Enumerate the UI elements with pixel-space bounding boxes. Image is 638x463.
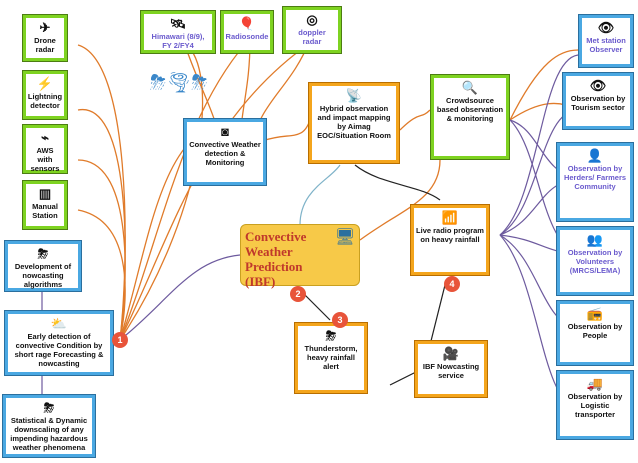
himawari-box: 🛰Himawari (8/9), FY 2/FY4 xyxy=(140,10,216,54)
eye-icon: 👁 xyxy=(597,20,615,35)
link-drone xyxy=(77,44,126,341)
herders-label: Observation by Herders/ Farmers Communit… xyxy=(563,164,627,191)
early-detection-box: ⛅Early detection of convective Condition… xyxy=(4,310,114,376)
logistic-label: Observation by Logistic transporter xyxy=(567,392,623,419)
volunteers-label: Observation by Volunteers (MRCS/LEMA) xyxy=(567,248,623,275)
tourism-label: Observation by Tourism sector xyxy=(570,94,626,112)
logistic-box: 🚚Observation by Logistic transporter xyxy=(556,370,634,440)
hybrid-observation-box: 📡Hybrid observation and impact mapping b… xyxy=(308,82,400,164)
met-station-label: Met station Observer xyxy=(586,36,626,54)
nowcasting-service-label: IBF Nowcasting service xyxy=(422,362,480,380)
nowcasting-dev-label: Development of nowcasting algorithms xyxy=(14,262,72,289)
downscaling-label: Statistical & Dynamic downscaling of any… xyxy=(10,416,88,452)
thunderstorm-alert-box: ⛈Thunderstorm, heavy rainfall alert xyxy=(294,322,368,394)
radiosonde-box: 🎈Radiosonde xyxy=(220,10,274,54)
volunteers-box: 👥Observation by Volunteers (MRCS/LEMA) xyxy=(556,226,634,296)
nowcasting-dev-box: ⛈Development of nowcasting algorithms xyxy=(4,240,82,292)
manual-station-label: Manual Station xyxy=(32,202,58,220)
badge-2: 2 xyxy=(290,286,306,302)
truck-icon: 🚚 xyxy=(586,376,604,391)
link-aws xyxy=(77,159,126,341)
aws-label: AWS with sensors xyxy=(30,146,60,173)
early-detection-label: Early detection of convective Condition … xyxy=(14,332,104,368)
badge-1: 1 xyxy=(112,332,128,348)
met-station-box: 👁Met station Observer xyxy=(578,14,634,68)
doppler-box: ◎doppler radar xyxy=(282,6,342,54)
lightning-detector-label: Lightning detector xyxy=(27,92,63,110)
link-crowd xyxy=(399,109,431,131)
eye-icon-2: 👁 xyxy=(589,78,607,93)
person-icon: 👤 xyxy=(586,148,604,163)
radio-tower-icon: 📡 xyxy=(345,88,363,103)
hybrid-observation-label: Hybrid observation and impact mapping by… xyxy=(317,104,391,140)
weather-icon: ⛈🌪⛈ xyxy=(150,72,208,94)
lightning-sensor-icon: ⚡ xyxy=(36,76,54,91)
storm-icon-2: ⛈ xyxy=(43,400,55,415)
aws-box: ⌁AWS with sensors xyxy=(22,124,68,174)
drone-radar-label: Drone radar xyxy=(34,36,56,54)
link-radiosonde xyxy=(119,42,247,341)
radar-icon: ◎ xyxy=(306,12,318,27)
ibf-center-label: Convective Weather Prediction (IBF) xyxy=(245,229,307,289)
manual-station-box: ▥Manual Station xyxy=(22,180,68,230)
link-crowd-ibf xyxy=(359,159,441,241)
drone-radar-box: ✈Drone radar xyxy=(22,14,68,62)
badge-3: 3 xyxy=(332,312,348,328)
drone-icon: ✈ xyxy=(39,20,51,35)
tourism-box: 👁Observation by Tourism sector xyxy=(562,72,634,130)
manual-station-icon: ▥ xyxy=(38,186,52,201)
live-radio-label: Live radio program on heavy rainfall xyxy=(416,226,484,244)
storm-icon-3: ⛈ xyxy=(325,328,337,343)
crowdsource-label: Crowdsource based observation & monitori… xyxy=(436,96,504,123)
downscaling-box: ⛈Statistical & Dynamic downscaling of an… xyxy=(2,394,96,458)
nowcasting-service-box: 🎥IBF Nowcasting service xyxy=(414,340,488,398)
thunderstorm-alert-label: Thunderstorm, heavy rainfall alert xyxy=(304,344,358,371)
crowdsource-box: 🔍Crowdsource based observation & monitor… xyxy=(430,74,510,160)
live-radio-box: 📶Live radio program on heavy rainfall xyxy=(410,204,490,276)
himawari-label: Himawari (8/9), FY 2/FY4 xyxy=(151,32,205,50)
weather-icon-2: ⛅ xyxy=(50,316,68,331)
antenna-icon: ◙ xyxy=(221,124,229,139)
people-box: 📻Observation by People xyxy=(556,300,634,366)
aws-icon: ⌁ xyxy=(41,130,49,145)
satellite-icon: 🛰 xyxy=(169,16,187,31)
badge-4: 4 xyxy=(444,276,460,292)
people-label: Observation by People xyxy=(567,322,623,340)
radio-icon: 📻 xyxy=(586,306,604,321)
convective-detection-label: Convective Weather detection & Monitorin… xyxy=(189,140,261,167)
herders-box: 👤Observation by Herders/ Farmers Communi… xyxy=(556,142,634,222)
radio-tower-icon-2: 📶 xyxy=(441,210,459,225)
crowd-icon: 🔍 xyxy=(461,80,479,95)
group-icon: 👥 xyxy=(586,232,604,247)
link-lightning xyxy=(77,109,126,341)
computer-icon: 🖥 xyxy=(334,229,355,246)
link-manual xyxy=(77,209,126,341)
convective-detection-box: ◙Convective Weather detection & Monitori… xyxy=(183,118,267,186)
camera-icon: 🎥 xyxy=(442,346,460,361)
balloon-icon: 🎈 xyxy=(238,16,256,31)
storm-icon: ⛈ xyxy=(37,246,49,261)
radiosonde-label: Radiosonde xyxy=(225,32,269,41)
doppler-label: doppler radar xyxy=(298,28,326,46)
lightning-detector-box: ⚡Lightning detector xyxy=(22,70,68,120)
ibf-center-box: Convective Weather Prediction (IBF) 🖥 xyxy=(240,224,360,289)
